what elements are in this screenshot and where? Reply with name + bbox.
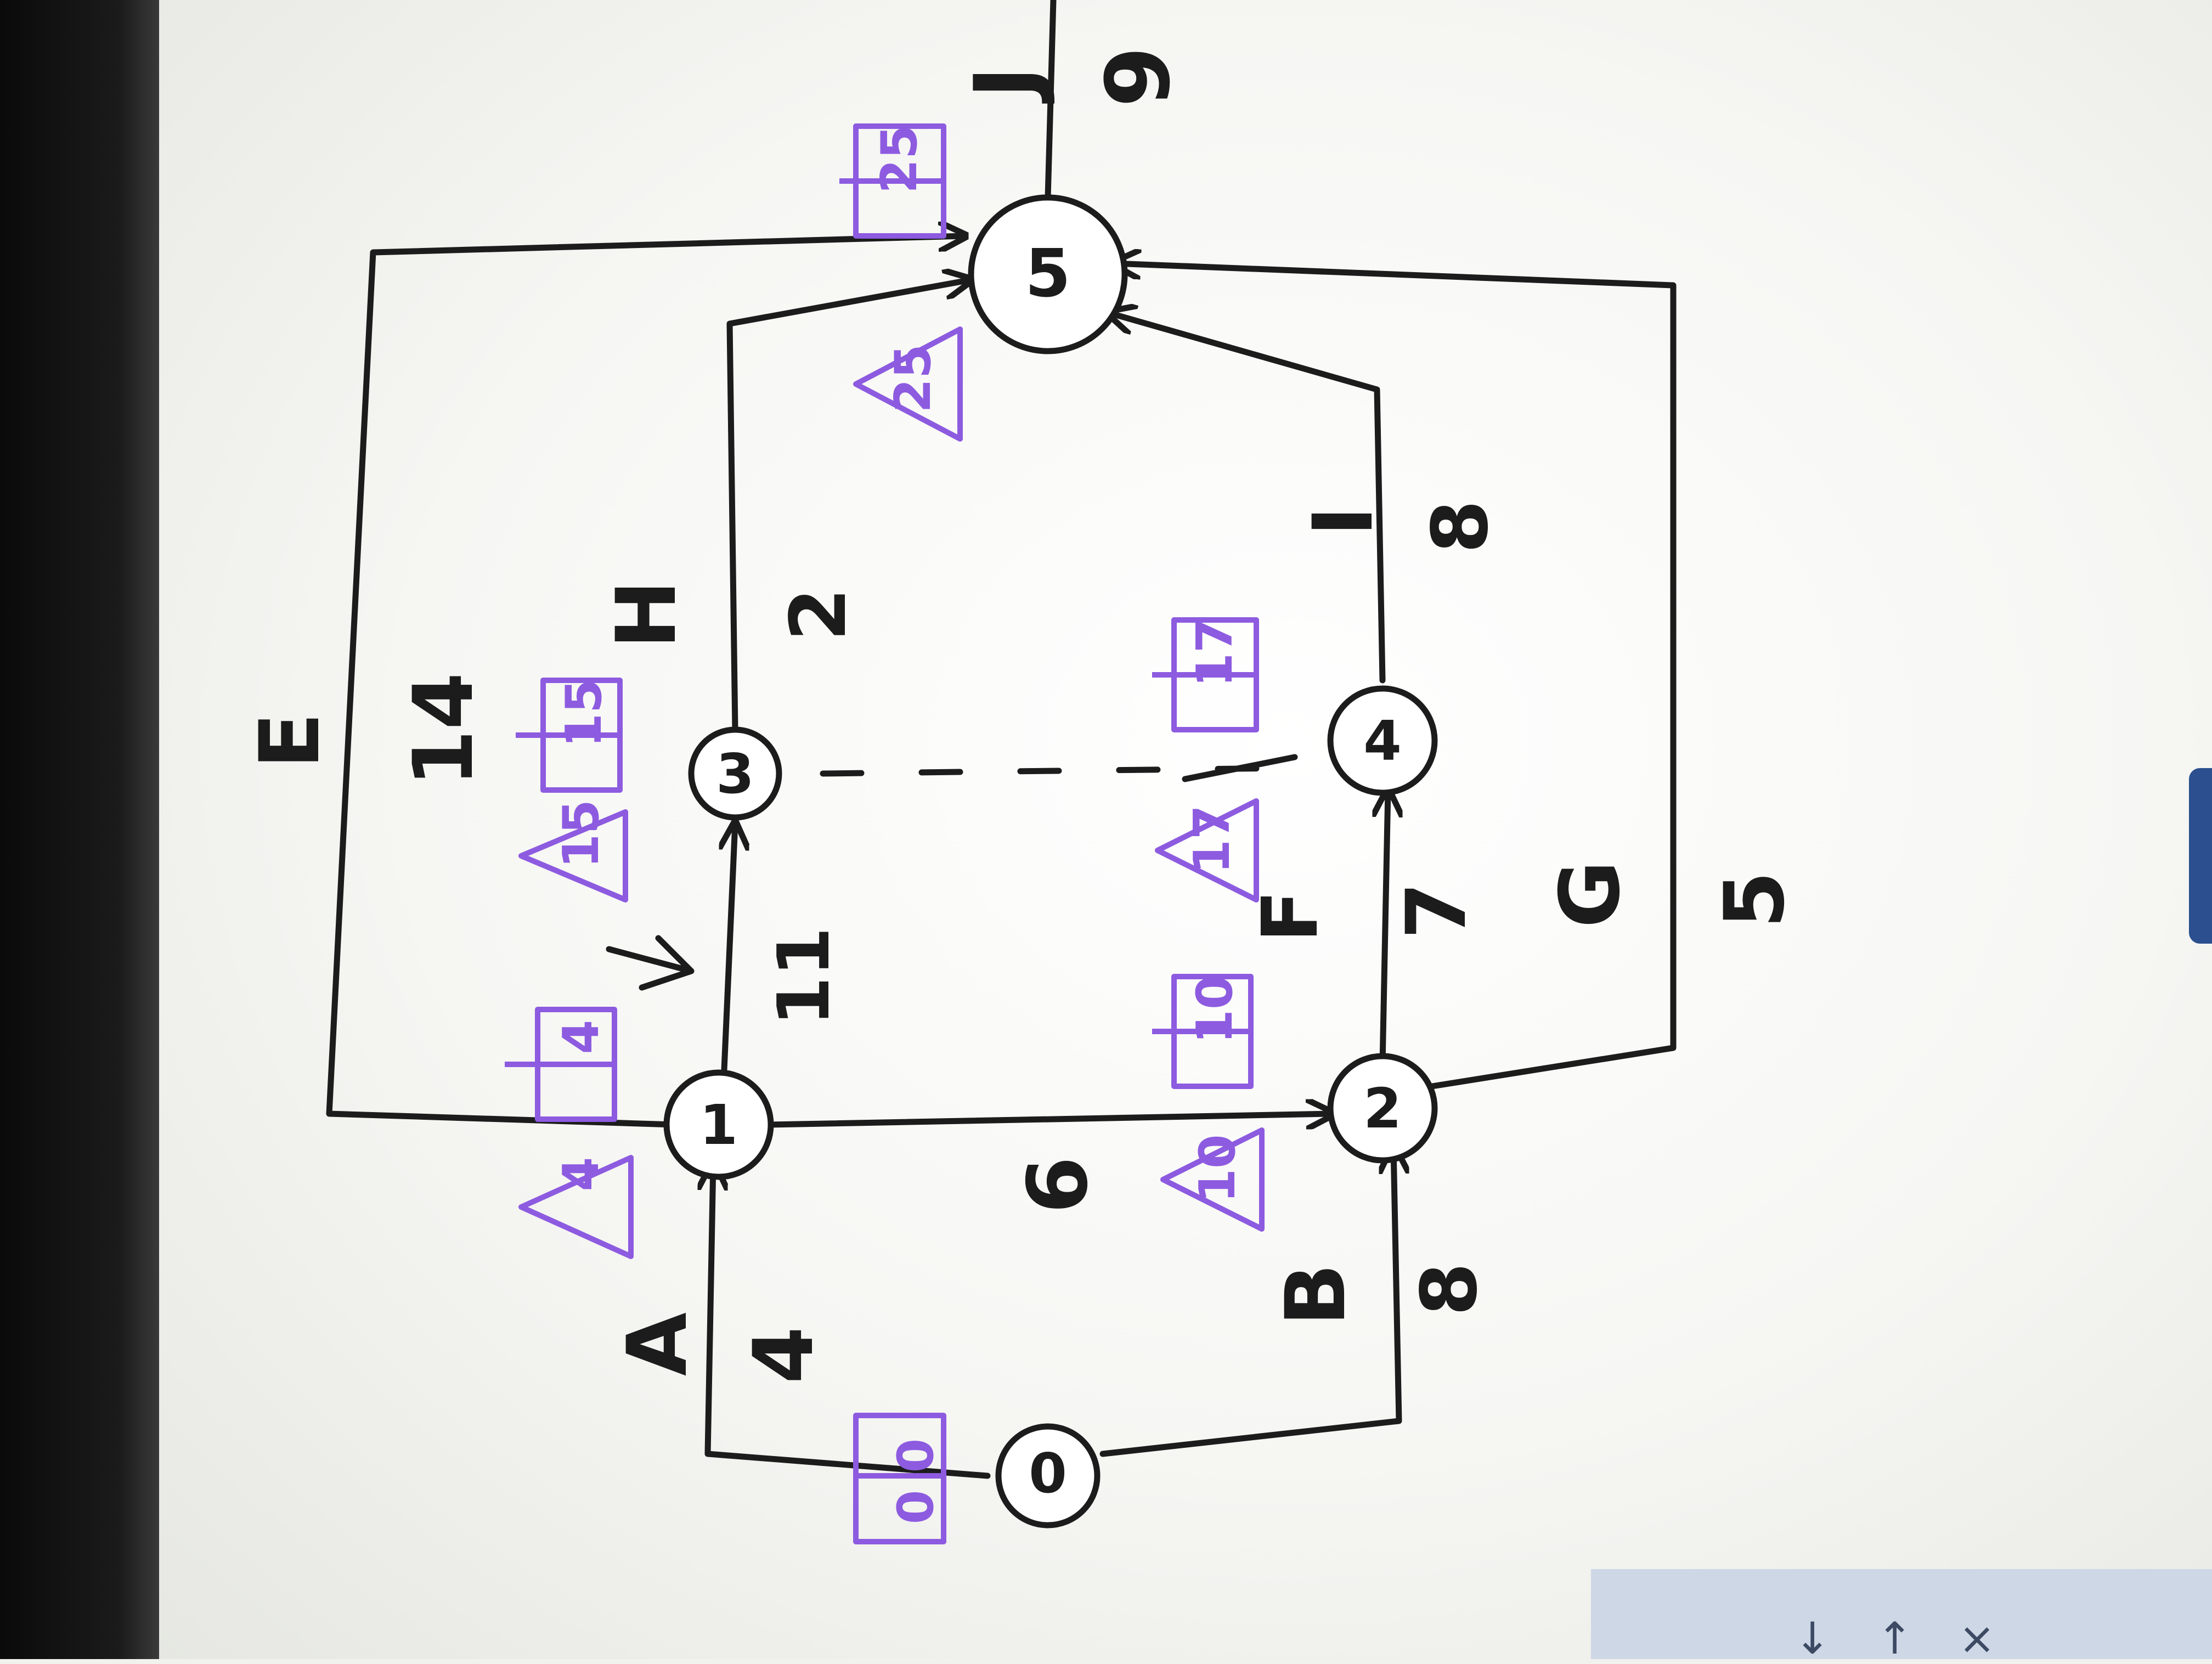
activity-a-letter: A [610,1312,706,1376]
node-5-earliest-time: 25 [853,326,963,442]
svg-text:10: 10 [1189,1134,1246,1203]
node-4-label: 4 [1363,709,1402,773]
svg-text:25: 25 [884,344,942,413]
node-3: 3 [688,726,782,821]
activity-i-letter: I [1296,506,1391,537]
edge-h [726,280,971,733]
svg-text:15: 15 [552,799,610,868]
node-2-latest-time-box: 10 [1152,974,1254,1089]
edge-e [326,236,966,1128]
node-1: 1 [663,1069,774,1180]
upload-icon[interactable]: ↑ [1876,1613,1914,1664]
svg-text:17: 17 [1183,805,1241,873]
small-arrow-mark [606,935,695,991]
edge-a [708,1163,991,1479]
node-0-time-box: 0 0 [853,1413,946,1544]
node-3-label: 3 [716,742,754,806]
node-5-label: 5 [1025,236,1071,312]
activity-g-letter: G [1543,860,1638,928]
node-5: 5 [968,194,1128,354]
node-0: 0 [995,1423,1101,1528]
edge-f [1383,790,1388,1068]
node-1-earliest-time: 4 [518,1155,634,1259]
duration-h: 2 [774,588,864,641]
small-arrow-mark-2 [1182,754,1298,782]
svg-text:17: 17 [1186,618,1244,687]
photo-dark-edge [0,0,159,1659]
svg-text:25: 25 [871,125,928,193]
node-0-label: 0 [1029,1441,1067,1505]
close-icon[interactable]: × [1959,1613,1996,1664]
duration-b: 8 [1405,1262,1494,1316]
node-4-earliest-time: 17 [1155,798,1259,902]
duration-e: 14 [396,673,492,787]
node-2: 2 [1327,1053,1438,1164]
duration-i: 8 [1416,500,1505,553]
side-panel-tab[interactable] [2189,768,2212,944]
svg-text:10: 10 [1186,975,1244,1043]
node-5-latest-time-box: 25 [839,123,946,239]
svg-text:15: 15 [555,679,613,747]
duration-a: 4 [736,1327,832,1384]
edge-b [1099,1147,1399,1457]
duration-g: 5 [1707,871,1803,928]
svg-text:4: 4 [552,1020,610,1054]
edge-c [765,1114,1333,1125]
duration-d: 11 [762,927,845,1026]
svg-text:4: 4 [552,1157,610,1192]
activity-e-letter: E [242,713,338,769]
edge-i [1108,313,1386,684]
node-2-earliest-time: 10 [1160,1127,1265,1232]
edge-g [1114,263,1677,1090]
monitor-screen [159,0,2212,1659]
activity-h-letter: H [599,580,695,649]
activity-f-letter: F [1246,890,1335,943]
duration-c: 6 [1011,1157,1106,1214]
edge-j [1045,0,1057,201]
node-2-label: 2 [1363,1076,1402,1141]
node-4-latest-time-box: 17 [1152,617,1259,732]
download-icon[interactable]: ↓ [1794,1613,1831,1664]
svg-text:0 0: 0 0 [887,1439,945,1525]
node-3-latest-time-box: 15 [516,678,623,793]
node-3-earliest-time: 15 [518,799,628,902]
duration-j: 9 [1087,46,1189,107]
duration-f: 7 [1389,882,1485,939]
node-1-latest-time-box: 4 [505,1007,617,1122]
activity-j-letter: J [955,66,1058,104]
node-4: 4 [1327,685,1438,796]
activity-b-letter: B [1268,1263,1364,1326]
edge-d [724,823,735,1073]
node-1-label: 1 [699,1093,738,1157]
taskbar [1591,1569,2212,1659]
dummy-edge [820,765,1293,777]
